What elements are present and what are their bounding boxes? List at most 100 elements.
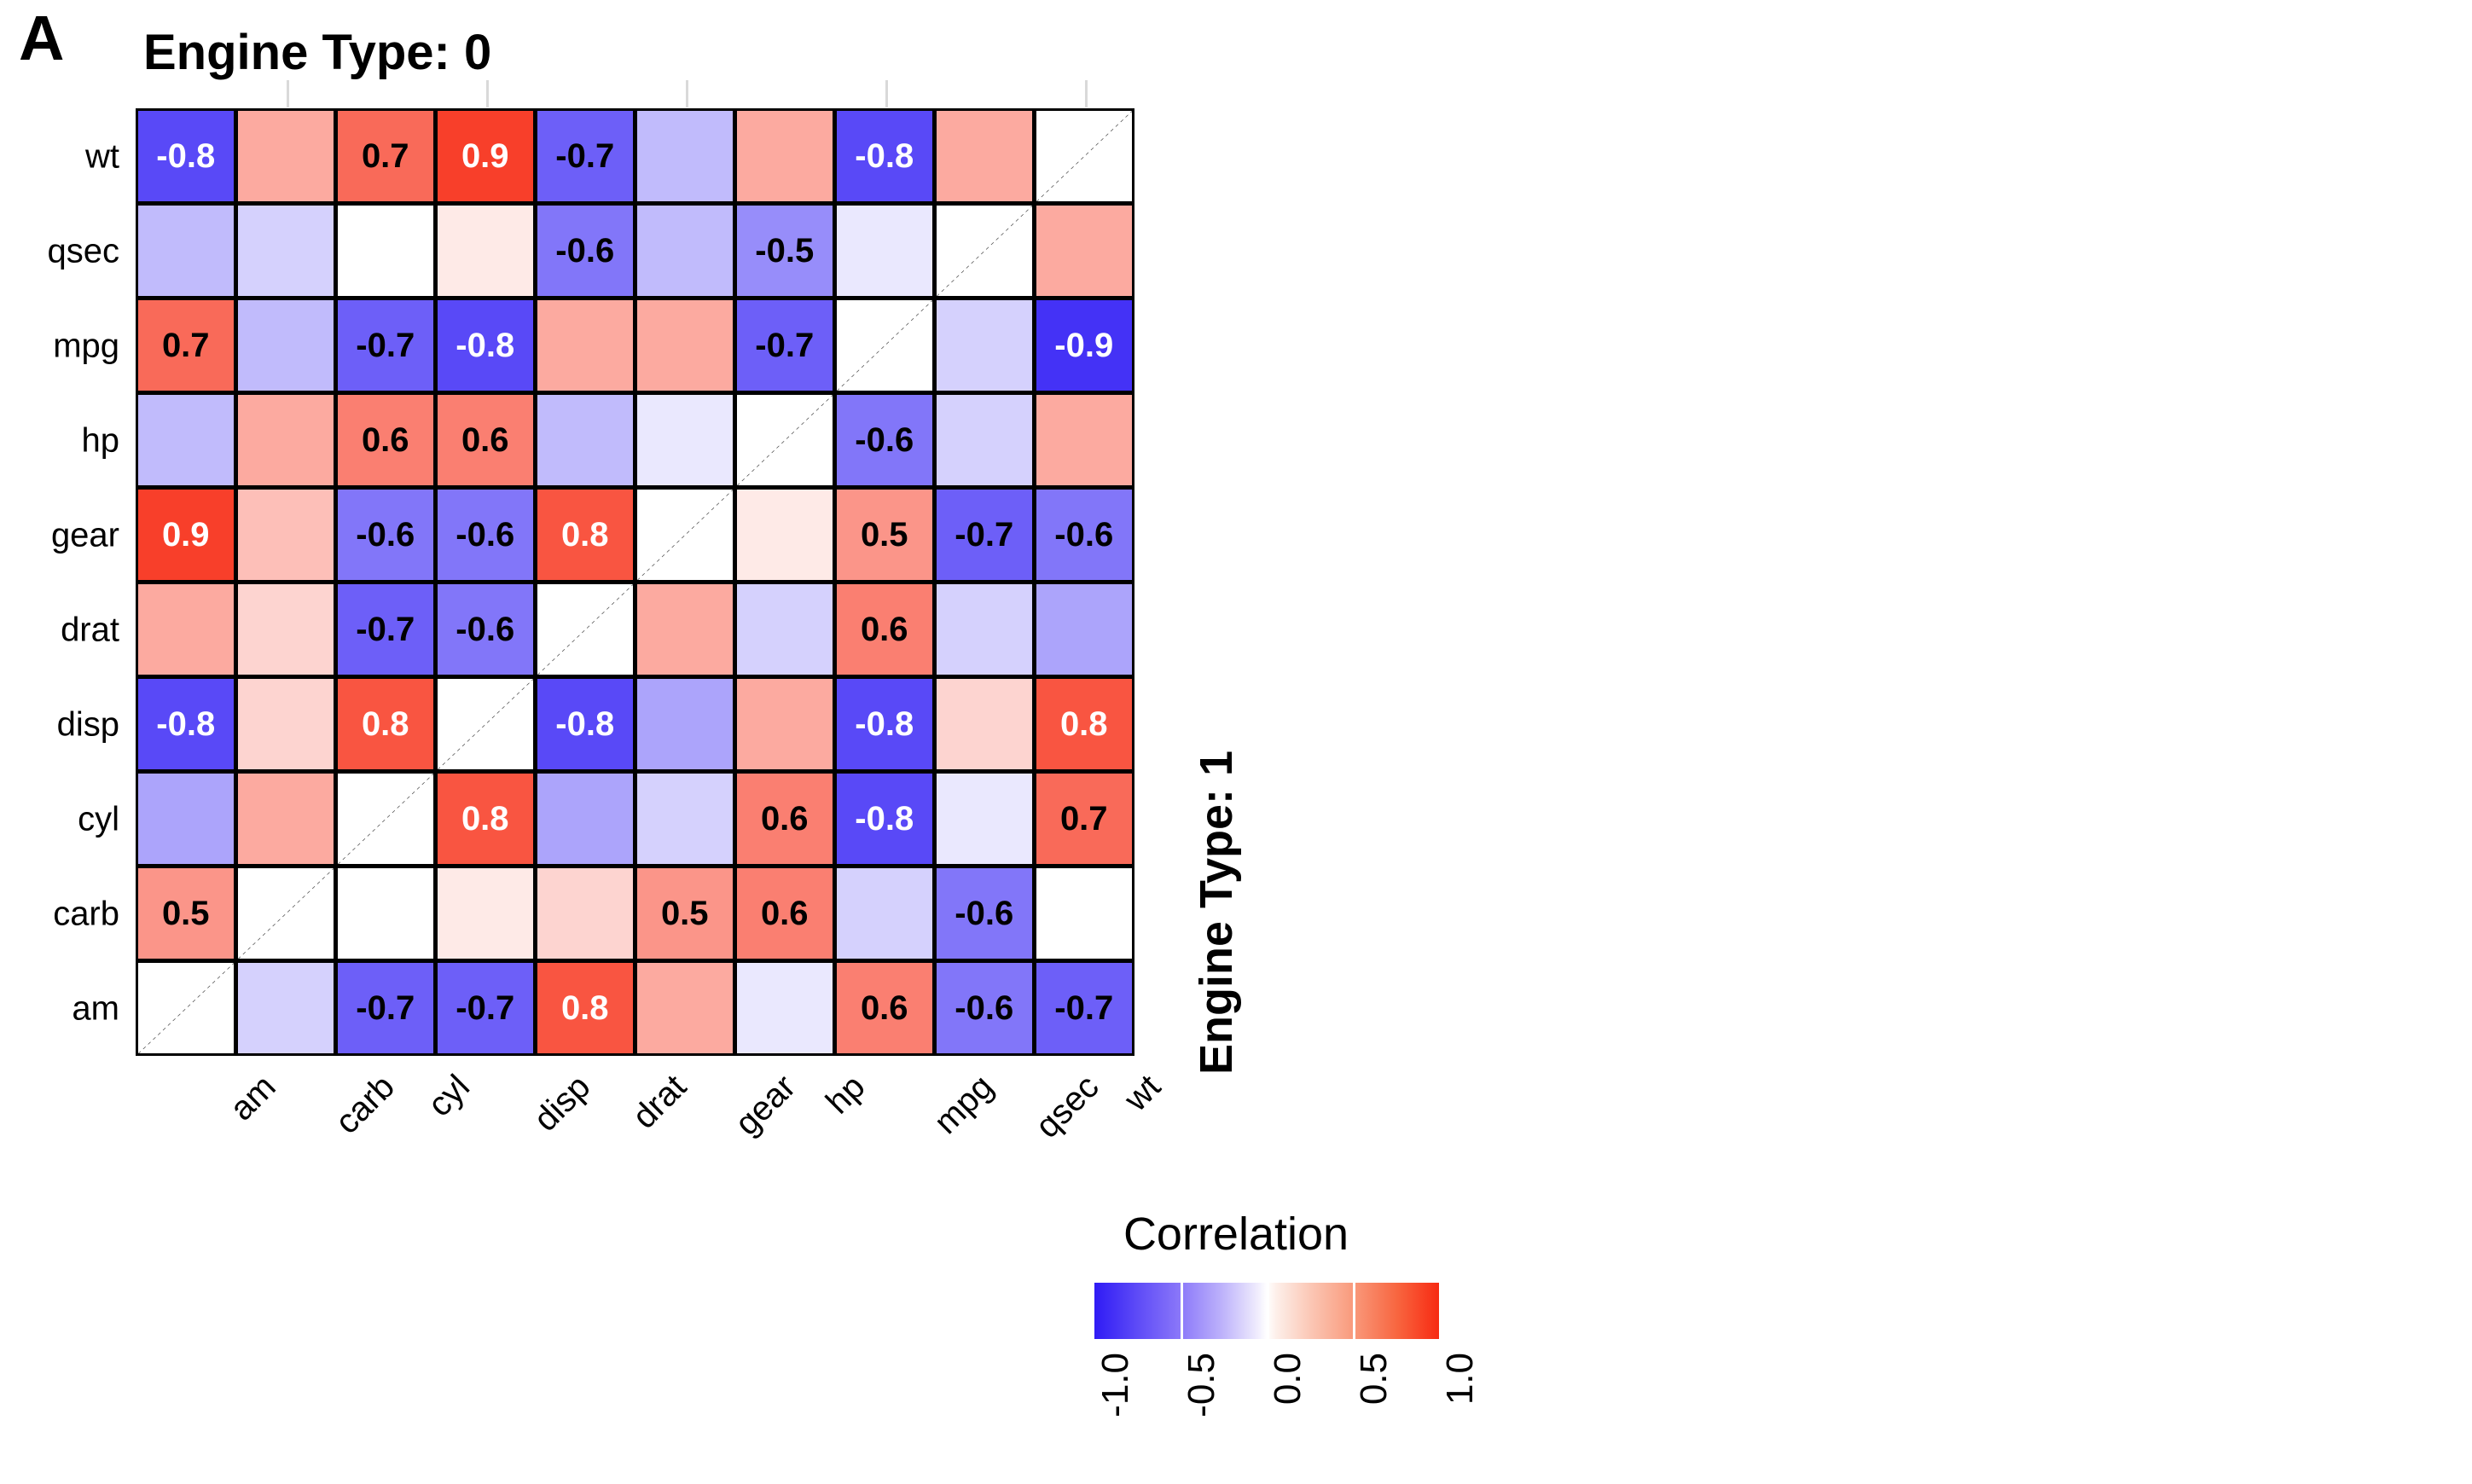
matrix-tile [634, 391, 735, 488]
legend-colorbar [1094, 1283, 1439, 1339]
x-axis-tick [286, 80, 289, 107]
matrix-tile-value: -0.7 [1054, 988, 1114, 1027]
legend-tick-separator [1181, 1283, 1183, 1339]
matrix-tile: -0.7 [434, 959, 536, 1056]
panel-a-cells: -0.8 0.7 0.9 -0.7 -0.8 -0.6 -0.5 0.7 -0.7 -0.8 -0.… [135, 107, 1134, 1056]
matrix-tile-value: -0.6 [356, 515, 415, 554]
matrix-tile-value: 0.6 [760, 799, 809, 838]
y-axis-label-gear: gear [50, 516, 119, 554]
x-axis-label-qsec: qsec [1028, 1068, 1106, 1145]
matrix-tile: 0.6 [833, 959, 935, 1056]
matrix-tile-value: 0.7 [161, 326, 210, 364]
matrix-tile [933, 581, 1035, 677]
legend-tick-label: -1.0 [1094, 1353, 1136, 1417]
y-axis-label-mpg: mpg [53, 327, 119, 364]
identity-dashed-line [138, 963, 235, 1054]
matrix-tile [634, 297, 735, 393]
matrix-tile [734, 581, 835, 677]
matrix-tile: 0.5 [135, 865, 236, 961]
panel-a-title: Engine Type: 0 [143, 25, 492, 80]
matrix-diagonal-cell [334, 770, 436, 867]
matrix-tile [235, 202, 336, 299]
matrix-tile-value: -0.8 [156, 704, 216, 743]
matrix-tile: -0.6 [833, 391, 935, 488]
matrix-diagonal-cell [434, 675, 536, 772]
matrix-tile: 0.9 [135, 486, 236, 583]
matrix-tile [534, 865, 635, 961]
matrix-tile [933, 770, 1035, 867]
matrix-tile [235, 581, 336, 677]
identity-dashed-line [1036, 111, 1133, 202]
identity-dashed-line [438, 679, 534, 770]
y-axis-label-carb: carb [53, 895, 119, 932]
matrix-tile-value: -0.6 [955, 894, 1014, 932]
y-axis-label-hp: hp [81, 421, 120, 459]
matrix-tile-value: 0.6 [860, 610, 908, 648]
matrix-tile-value: 0.7 [1059, 799, 1108, 838]
matrix-tile [734, 675, 835, 772]
matrix-tile-value: 0.8 [560, 988, 609, 1027]
identity-dashed-line [837, 300, 933, 391]
matrix-tile-value: -0.7 [555, 136, 615, 175]
matrix-tile-value: -0.9 [1054, 326, 1114, 364]
matrix-tile [933, 107, 1035, 204]
identity-dashed-line [937, 206, 1033, 297]
matrix-tile: -0.8 [135, 107, 236, 204]
matrix-diagonal-cell [534, 581, 635, 677]
matrix-tile: -0.6 [1033, 486, 1134, 583]
x-axis-tick [685, 80, 688, 107]
matrix-tile [334, 202, 436, 299]
matrix-tile [135, 581, 236, 677]
matrix-tile: 0.6 [334, 391, 436, 488]
identity-dashed-line [238, 868, 334, 959]
x-axis-label-hp: hp [818, 1068, 873, 1122]
legend-tick-separator [1353, 1283, 1355, 1339]
identity-dashed-line [637, 490, 734, 581]
matrix-tile [534, 770, 635, 867]
matrix-tile-value: 0.9 [461, 136, 509, 175]
matrix-tile-value: -0.7 [356, 326, 415, 364]
matrix-tile: 0.6 [734, 770, 835, 867]
matrix-tile: 0.8 [1033, 675, 1134, 772]
matrix-tile [734, 959, 835, 1056]
matrix-tile [135, 202, 236, 299]
matrix-tile-value: -0.6 [955, 988, 1014, 1027]
matrix-tile [833, 865, 935, 961]
panel-a-tag: A [19, 3, 65, 73]
matrix-tile: -0.9 [1033, 297, 1134, 393]
matrix-tile: -0.7 [534, 107, 635, 204]
matrix-tile: -0.7 [334, 959, 436, 1056]
matrix-tile-value: -0.6 [855, 420, 914, 459]
matrix-diagonal-cell [734, 391, 835, 488]
matrix-tile [933, 675, 1035, 772]
matrix-tile-value: -0.6 [456, 515, 515, 554]
matrix-tile: 0.6 [734, 865, 835, 961]
matrix-diagonal-cell [135, 959, 236, 1056]
identity-dashed-line [537, 584, 634, 675]
matrix-tile-value: -0.8 [555, 704, 615, 743]
matrix-tile [1033, 202, 1134, 299]
matrix-tile: 0.7 [1033, 770, 1134, 867]
matrix-tile [634, 202, 735, 299]
matrix-tile-value: 0.6 [361, 420, 409, 459]
matrix-tile-value: -0.5 [755, 231, 815, 270]
matrix-tile: 0.8 [534, 959, 635, 1056]
matrix-tile [734, 107, 835, 204]
x-axis-tick [1084, 80, 1088, 107]
x-axis-tick [885, 80, 888, 107]
matrix-tile: -0.7 [933, 486, 1035, 583]
y-axis-label-wt: wt [85, 137, 119, 175]
legend-tick-separator [1267, 1283, 1269, 1339]
y-axis-label-cyl: cyl [78, 800, 119, 838]
matrix-tile: -0.8 [135, 675, 236, 772]
y-axis-label-disp: disp [56, 705, 119, 743]
matrix-tile: -0.8 [833, 770, 935, 867]
matrix-tile [235, 391, 336, 488]
matrix-tile [1033, 865, 1134, 961]
matrix-tile [734, 486, 835, 583]
x-axis-tick [485, 80, 489, 107]
matrix-tile [235, 770, 336, 867]
matrix-tile-value: -0.8 [156, 136, 216, 175]
